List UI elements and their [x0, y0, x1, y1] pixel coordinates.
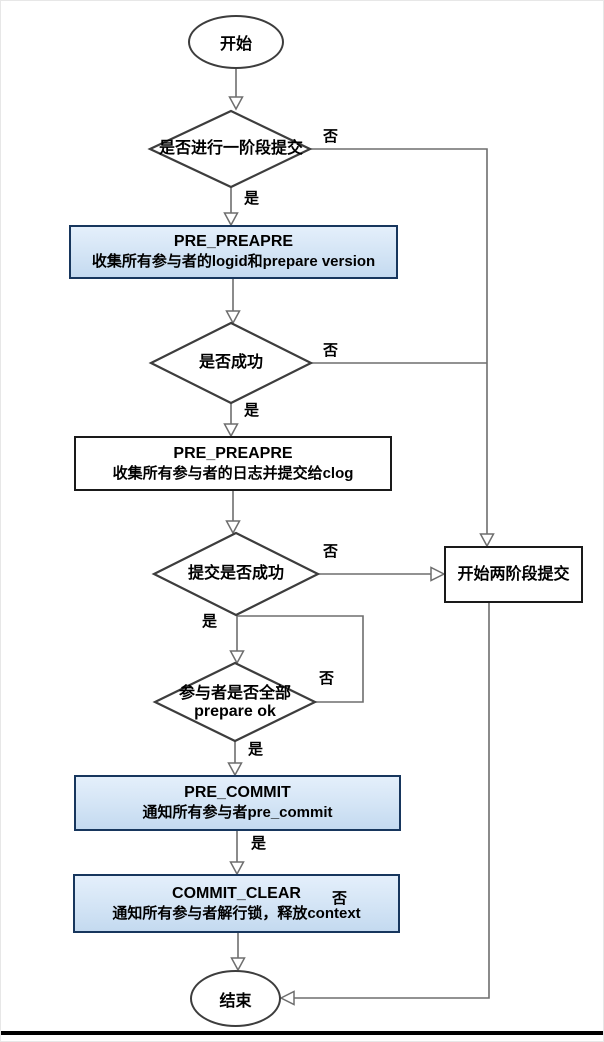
arrowhead-box1-top — [223, 212, 239, 227]
edge-d1-no-to-twophase — [310, 148, 488, 534]
process-pre-commit: PRE_COMMIT 通知所有参与者pre_commit — [74, 775, 401, 831]
edge-label-precommit-yes: 是 — [251, 835, 267, 852]
decision-all-prepare-ok-line1: 参与者是否全部 — [178, 685, 291, 702]
arrowhead-end-right — [279, 990, 295, 1006]
arrowhead-twophase-left — [430, 566, 446, 582]
arrowhead-d1-top — [228, 96, 244, 111]
arrowhead-d3-top — [225, 520, 241, 535]
process-pre-prepare-clog: PRE_PREAPRE 收集所有参与者的日志并提交给clog — [74, 436, 392, 491]
edge-label-d2-yes: 是 — [244, 402, 260, 419]
edge-label-d3-yes: 是 — [202, 613, 218, 630]
arrowhead-precommit-top — [227, 762, 243, 777]
arrowhead-d2-top — [225, 310, 241, 325]
process-pre-prepare-logid-subtitle: 收集所有参与者的logid和prepare version — [91, 253, 376, 270]
process-pre-prepare-clog-title: PRE_PREAPRE — [173, 444, 293, 462]
process-pre-prepare-logid-title: PRE_PREAPRE — [173, 233, 294, 250]
edge-label-d4-yes: 是 — [248, 741, 264, 758]
decision-one-phase-shape — [147, 109, 313, 189]
process-start-two-phase: 开始两阶段提交 — [444, 546, 583, 603]
arrowhead-end-top — [230, 957, 246, 972]
decision-commit-success-shape — [151, 531, 321, 617]
end-label: 结束 — [219, 992, 252, 1010]
arrowhead-d4-top — [229, 650, 245, 665]
edge-label-commitclear-no: 否 — [332, 890, 348, 907]
decision-all-prepare-ok-label: 参与者是否全部 prepare ok — [155, 685, 315, 721]
edge-label-d1-yes: 是 — [244, 190, 260, 207]
decision-success-shape — [148, 321, 314, 405]
start-terminator: 开始 — [188, 15, 284, 69]
process-commit-clear-title: COMMIT_CLEAR — [172, 884, 301, 902]
arrowhead-commitclear-top — [229, 861, 245, 876]
arrowhead-twophase-top — [479, 533, 495, 548]
process-pre-prepare-clog-subtitle: 收集所有参与者的日志并提交给clog — [112, 464, 354, 482]
edge-label-d2-no: 否 — [323, 342, 339, 359]
edge-twophase-to-end — [294, 603, 490, 999]
edge-label-d3-no: 否 — [323, 543, 339, 560]
edge-d4-no-loop — [237, 615, 364, 703]
edge-label-d4-no: 否 — [319, 670, 335, 687]
process-start-two-phase-label: 开始两阶段提交 — [457, 565, 570, 583]
edge-label-d1-no: 否 — [323, 128, 339, 145]
end-terminator: 结束 — [190, 970, 281, 1027]
process-commit-clear: COMMIT_CLEAR 通知所有参与者解行锁，释放context — [73, 874, 400, 933]
decision-all-prepare-ok-shape — [152, 661, 318, 743]
decision-all-prepare-ok-line2: prepare ok — [194, 703, 276, 720]
bottom-horizontal-rule — [1, 1031, 603, 1035]
decision-one-phase-label: 是否进行一阶段提交 — [158, 140, 303, 157]
process-commit-clear-subtitle: 通知所有参与者解行锁，释放context — [112, 904, 361, 922]
decision-success-label: 是否成功 — [198, 354, 263, 371]
process-pre-prepare-logid: PRE_PREAPRE 收集所有参与者的logid和prepare versio… — [69, 225, 398, 279]
arrowhead-box2-top — [223, 423, 239, 438]
start-label: 开始 — [219, 36, 252, 53]
process-pre-commit-title: PRE_COMMIT — [184, 784, 291, 801]
decision-commit-success-label: 提交是否成功 — [187, 565, 284, 582]
process-pre-commit-subtitle: 通知所有参与者pre_commit — [142, 804, 333, 821]
